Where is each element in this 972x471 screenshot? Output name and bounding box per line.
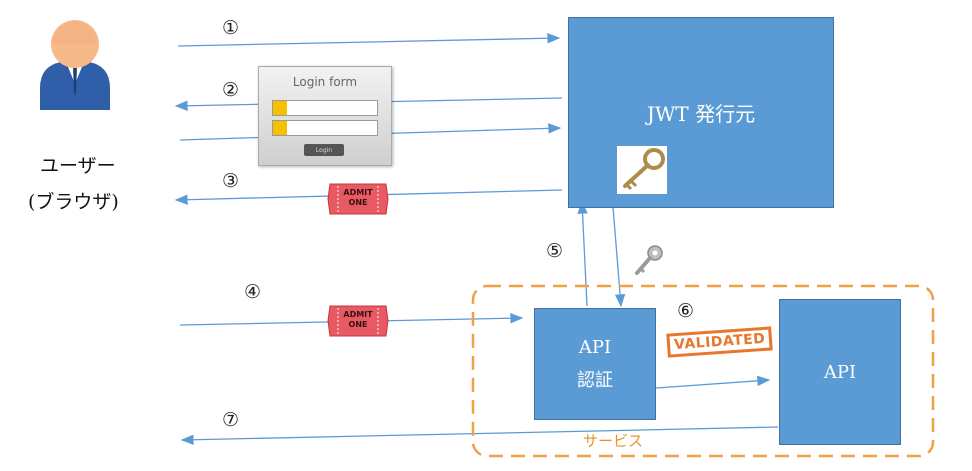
api-box: API xyxy=(779,299,901,445)
arrow-6-auth-to-api xyxy=(655,375,771,389)
step-6-label: ⑥ xyxy=(677,300,695,322)
admit-one-ticket-1: ADMIT ONE xyxy=(326,182,390,216)
jwt-issuer-label: JWT 発行元 xyxy=(646,102,756,126)
arrow-5b-issuer-to-auth xyxy=(612,206,626,308)
step-4-label: ④ xyxy=(244,281,262,303)
admit-one-ticket-2: ADMIT ONE xyxy=(326,304,390,338)
login-password-field xyxy=(272,120,378,136)
ticket-2-line1: ADMIT xyxy=(343,310,373,319)
service-label: サービス xyxy=(583,432,644,450)
lock-icon xyxy=(273,121,287,135)
jwt-issuer-box: JWT 発行元 xyxy=(568,17,834,208)
user-role-label: (ブラウザ) xyxy=(28,191,119,213)
user-name-label: ユーザー xyxy=(40,155,116,177)
step-7-label: ⑦ xyxy=(222,409,240,431)
api-auth-box: API 認証 xyxy=(534,308,656,420)
step-3-label: ③ xyxy=(222,170,240,192)
user-avatar-icon xyxy=(40,20,110,110)
api-auth-line2: 認証 xyxy=(577,369,613,391)
api-label: API xyxy=(823,361,857,383)
login-button: Login xyxy=(304,144,344,156)
silver-key-icon xyxy=(635,245,663,275)
ticket-1-line2: ONE xyxy=(348,198,368,207)
step-5-label: ⑤ xyxy=(546,240,564,262)
arrow-5-auth-to-issuer xyxy=(577,200,588,307)
arrow-1-user-to-issuer xyxy=(177,33,561,47)
ticket-2-line2: ONE xyxy=(348,320,368,329)
ticket-1-line1: ADMIT xyxy=(343,188,373,197)
arrow-7-api-to-user xyxy=(180,426,779,445)
user-icon xyxy=(273,101,287,115)
step-1-label: ① xyxy=(222,17,240,39)
gold-key-icon xyxy=(617,146,667,194)
login-form-title: Login form xyxy=(292,75,358,89)
login-username-field xyxy=(272,100,378,116)
step-2-label: ② xyxy=(222,79,240,101)
api-auth-line1: API xyxy=(578,336,612,358)
login-form-image: Login form Login xyxy=(258,66,392,166)
